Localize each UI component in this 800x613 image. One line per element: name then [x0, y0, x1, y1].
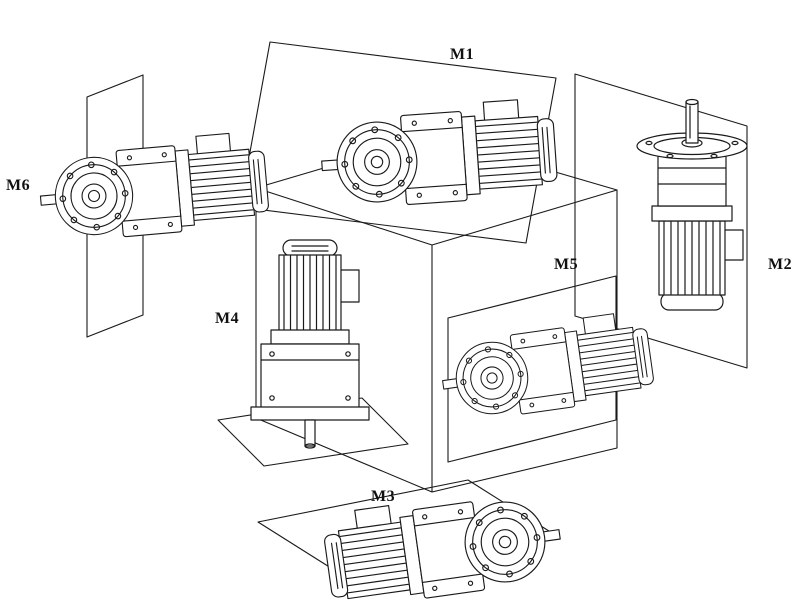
- label-m6: M6: [6, 177, 31, 194]
- label-m5: M5: [554, 256, 579, 273]
- label-m4: M4: [215, 310, 240, 327]
- mounting-plane-m5: [447, 275, 617, 463]
- label-m3: M3: [371, 488, 396, 505]
- mounting-plane-m1: [239, 41, 557, 244]
- gearmotor-m2: [636, 98, 748, 311]
- gearmotor-m1: [317, 96, 559, 211]
- label-m2: M2: [768, 256, 793, 273]
- gearmotor-m6: [35, 129, 271, 245]
- gearmotor-m5: [436, 308, 657, 425]
- gearmotor-m4: [250, 239, 370, 449]
- label-m1: M1: [450, 46, 475, 63]
- mounting-plane-m6: [86, 74, 144, 338]
